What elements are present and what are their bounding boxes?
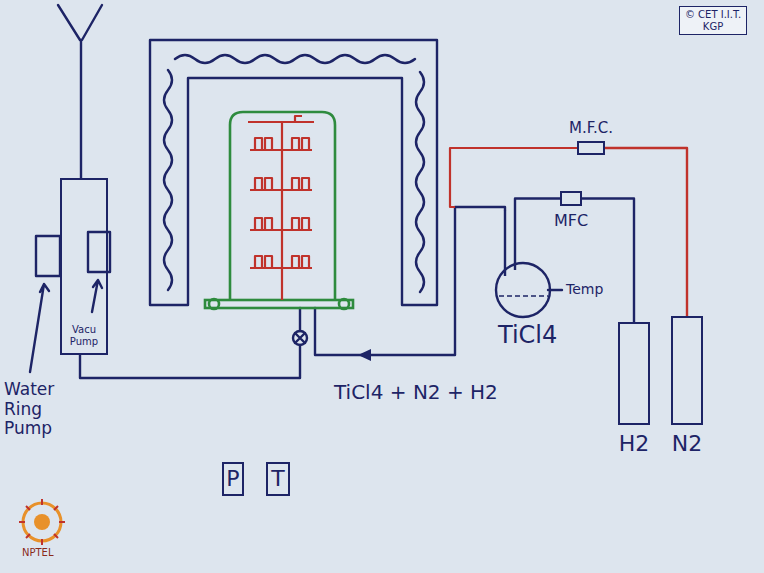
leader-arrow — [30, 284, 49, 372]
pipe-connector — [605, 148, 687, 316]
sample-rack — [248, 116, 577, 300]
heating-coil — [416, 72, 424, 292]
base-plate — [205, 300, 353, 308]
logo-text: NPTEL — [22, 547, 54, 559]
mass-flow-controller: M.F.C. — [577, 141, 605, 155]
mfc-label: M.F.C. — [569, 120, 613, 137]
gas-cylinder: H2 — [618, 322, 650, 425]
reactor-bell — [230, 112, 335, 300]
sample-pieces — [255, 138, 309, 150]
seal-symbol — [339, 299, 349, 309]
cylinder-label: H2 — [619, 431, 650, 456]
rack-shelf — [250, 150, 312, 268]
leader-arrow — [92, 280, 102, 312]
flask-bulb — [496, 263, 550, 317]
nptel-logo — [19, 499, 65, 545]
furnace-wall — [150, 40, 437, 305]
gas-cylinder: N2 — [671, 316, 703, 425]
pipe-connector — [515, 199, 560, 211]
mass-flow-controller: MFC — [560, 191, 582, 206]
sample-pieces — [255, 256, 309, 268]
mfc-label: MFC — [554, 212, 588, 230]
sample-pieces — [255, 178, 309, 190]
gas-inlet-line — [315, 207, 505, 355]
pump-label: Vacu Pump — [62, 324, 106, 347]
flow-arrow — [358, 349, 371, 361]
valve-symbol — [295, 333, 305, 343]
pump-name: Water Ring Pump — [4, 380, 62, 439]
flask-outline — [488, 210, 560, 320]
pipe-connector — [582, 199, 634, 323]
precursor-flask: TiCl4 — [488, 210, 560, 320]
gas-mixture-label: TiCl4 + N2 + H2 — [334, 381, 498, 404]
exhaust-pipe — [58, 5, 102, 178]
sample-pieces — [255, 218, 309, 230]
heating-coil — [175, 55, 415, 63]
pump-head — [36, 236, 60, 276]
cylinder-label: N2 — [672, 431, 702, 456]
flask-label: TiCl4 — [498, 322, 557, 350]
logo-rays — [19, 499, 65, 545]
pressure-gauge-box: P — [222, 462, 244, 496]
gauge-label: T — [271, 466, 284, 491]
pump-box: Vacu Pump — [60, 178, 108, 355]
vacuum-line — [80, 308, 300, 378]
ink-lines — [30, 5, 562, 378]
seal-symbol — [209, 299, 219, 309]
gauge-label: P — [226, 466, 239, 491]
heating-coil — [164, 70, 172, 290]
liquid-level — [499, 295, 548, 297]
watermark: © CET I.I.T. KGP — [679, 6, 747, 35]
reactor-bell — [205, 112, 353, 309]
logo-sun — [34, 514, 50, 530]
sensor-label: Temp — [566, 281, 603, 297]
temperature-gauge-box: T — [266, 462, 290, 496]
rack-post — [248, 116, 314, 300]
valve-symbol — [293, 331, 307, 345]
